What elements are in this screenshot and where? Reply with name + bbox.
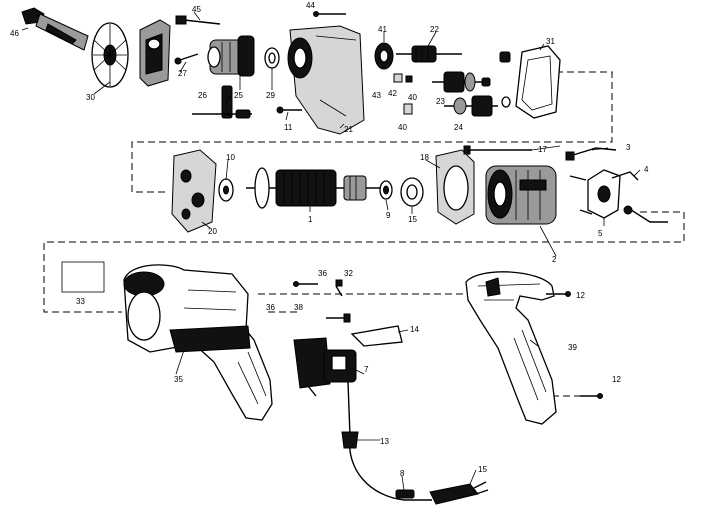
callout-20: 20: [208, 227, 217, 236]
bearing-9-part: [379, 180, 393, 200]
fan-part: [91, 22, 129, 88]
brush-17-part: [463, 145, 532, 155]
gear-23-part: [432, 71, 482, 93]
callout-46: 46: [10, 29, 19, 38]
callout-32: 32: [344, 269, 353, 278]
callout-38: 38: [294, 303, 303, 312]
bearing-41-part: [374, 42, 394, 70]
callout-11: 11: [284, 123, 293, 132]
callout-labels: 46 45 44 27 30 25 29 26 11 21 41 22 31 4…: [10, 1, 649, 478]
chuck-key-handle-part: [192, 85, 252, 119]
small-parts-34: [481, 51, 511, 108]
callout-36a: 36: [318, 269, 327, 278]
callout-4: 4: [644, 165, 649, 174]
callout-15a: 15: [408, 215, 417, 224]
callout-3: 3: [626, 143, 631, 152]
callout-8: 8: [400, 469, 405, 478]
chuck-part: [207, 35, 255, 77]
callout-35: 35: [174, 375, 183, 384]
screw-11-part: [276, 106, 302, 114]
spindle-bracket-part: [139, 19, 171, 87]
callout-43: 43: [372, 91, 381, 100]
callout-30: 30: [86, 93, 95, 102]
callout-41: 41: [378, 25, 387, 34]
assembly-guide-middle: [43, 211, 685, 313]
field-stator-part: [485, 165, 557, 225]
leads-part: [569, 175, 593, 215]
callout-21: 21: [344, 125, 353, 134]
screws-36-32-part: [293, 279, 351, 323]
callout-36b: 36: [266, 303, 275, 312]
callout-18: 18: [420, 153, 429, 162]
switch-part: [293, 337, 357, 397]
spindle-gear-part: [396, 45, 462, 63]
callout-26: 26: [198, 91, 207, 100]
callout-17: 17: [538, 145, 547, 154]
callout-7: 7: [364, 365, 369, 374]
switch-lock-part: [350, 325, 403, 347]
baffle-part: [435, 149, 475, 225]
side-handle-knob-part: [21, 7, 89, 51]
callout-13: 13: [380, 437, 389, 446]
chuck-key-part: [175, 15, 221, 25]
armature-part: [246, 167, 382, 209]
callout-27: 27: [178, 69, 187, 78]
gear-24-part: [444, 95, 498, 117]
callout-23: 23: [436, 97, 445, 106]
end-plate-part: [171, 149, 217, 233]
callout-12a: 12: [576, 291, 585, 300]
callout-24: 24: [454, 123, 463, 132]
callout-15b: 15: [478, 465, 487, 474]
callout-45: 45: [192, 5, 201, 14]
callout-44: 44: [306, 1, 315, 10]
brush-holder-part: [565, 147, 621, 219]
screw-27-part: [174, 53, 199, 65]
leader-lines: [21, 11, 641, 491]
motor-housing-part: [123, 264, 273, 421]
callout-33: 33: [76, 297, 85, 306]
power-cord-part: [341, 381, 489, 505]
callout-22: 22: [430, 25, 439, 34]
screw-44-part: [313, 11, 346, 17]
washer-29-part: [264, 47, 280, 69]
callout-10: 10: [226, 153, 235, 162]
gear-case-part: [287, 25, 365, 135]
small-parts-43-42-40: [393, 73, 413, 115]
callout-42: 42: [388, 89, 397, 98]
terminal-part: [611, 171, 668, 223]
callout-1: 1: [308, 215, 313, 224]
callout-25: 25: [234, 91, 243, 100]
callout-39: 39: [568, 343, 577, 352]
handle-half-part: [465, 271, 557, 425]
callout-40b: 40: [398, 123, 407, 132]
gasket-part: [515, 45, 561, 119]
callout-31: 31: [546, 37, 555, 46]
callout-5: 5: [598, 229, 603, 238]
callout-14: 14: [410, 325, 419, 334]
callout-40a: 40: [408, 93, 417, 102]
screws-12-part: [546, 291, 603, 399]
callout-2: 2: [552, 255, 557, 264]
callout-12b: 12: [612, 375, 621, 384]
assembly-guide-top: [131, 71, 613, 193]
part-33-outline: [61, 261, 105, 293]
bearing-15-part: [400, 177, 424, 207]
bearing-10-part: [218, 178, 234, 202]
callout-9: 9: [386, 211, 391, 220]
callout-29: 29: [266, 91, 275, 100]
